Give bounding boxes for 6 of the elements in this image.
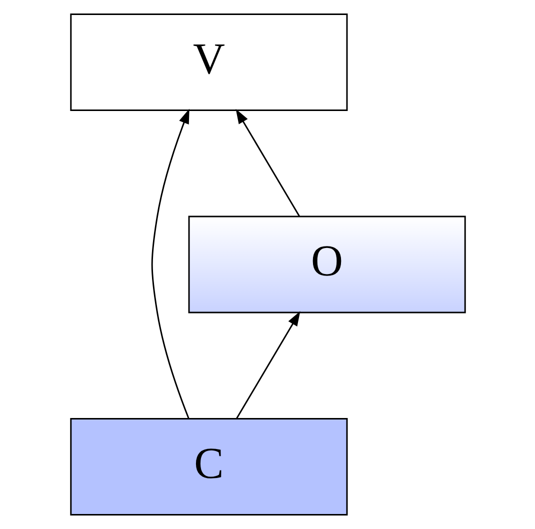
node-box: C xyxy=(70,418,348,516)
node-box: O xyxy=(188,216,466,314)
arrow xyxy=(236,311,300,419)
arrow xyxy=(235,108,300,217)
node-box: V xyxy=(70,14,348,111)
arrow xyxy=(150,108,189,418)
